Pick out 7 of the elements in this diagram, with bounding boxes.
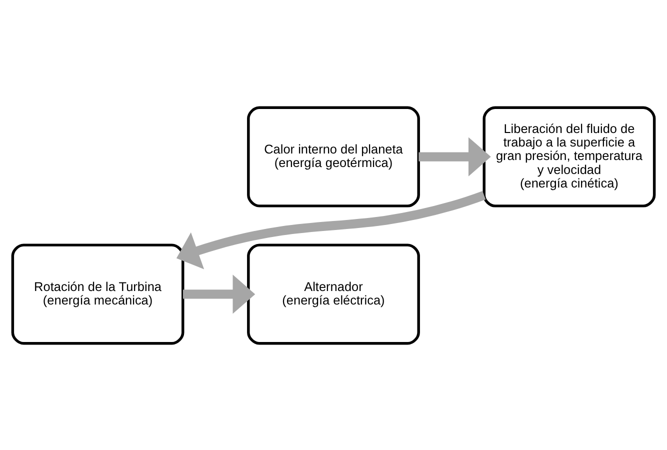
arrow bbox=[176, 190, 486, 269]
node-box: Rotación de la Turbina (energía mecánica) bbox=[11, 243, 184, 344]
arrow bbox=[182, 274, 256, 314]
node-box: Calor interno del planeta (energía geotérmica) bbox=[247, 106, 420, 207]
node-box: Liberación del fluido de trabajo a la superficie a gran presión, temperatura y velocidad (energía cinética) bbox=[482, 106, 656, 207]
node-box: Alternador (energía eléctrica) bbox=[247, 243, 420, 344]
arrow bbox=[418, 136, 491, 176]
